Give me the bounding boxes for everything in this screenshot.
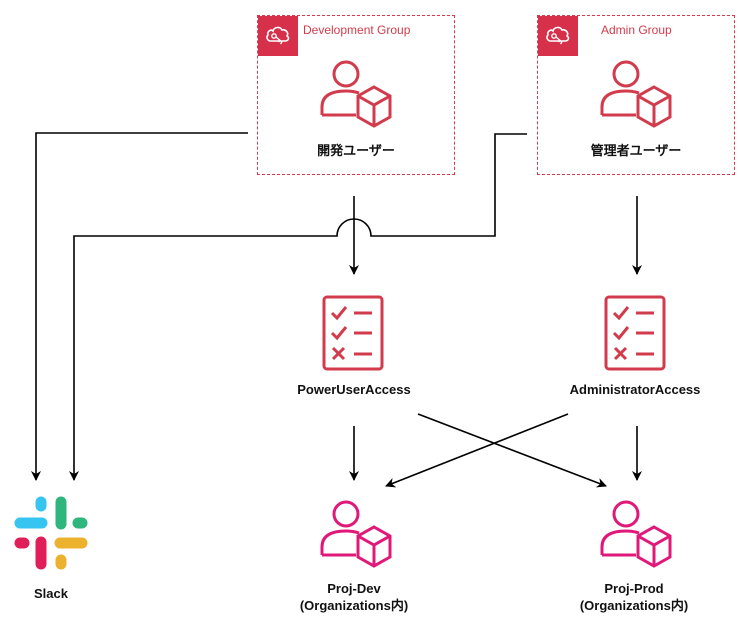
cloud-key-icon [258,16,298,56]
account-user-icon[interactable] [318,497,394,573]
power-user-access-label: PowerUserAccess [297,382,411,397]
slack-label: Slack [34,586,68,601]
proj-prod-label: Proj-Prod (Organizations内) [564,580,704,614]
proj-dev-label: Proj-Dev (Organizations内) [284,580,424,614]
edge-admin-to-proj-dev [385,413,569,488]
policy-checklist-icon[interactable] [604,295,668,371]
proj-prod-scope: (Organizations内) [579,598,689,613]
policy-checklist-icon[interactable] [322,295,386,371]
iam-user-icon[interactable] [318,57,394,133]
iam-user-icon[interactable] [598,57,674,133]
administrator-access-label: AdministratorAccess [569,382,701,397]
admin-user-label: 管理者ユーザー [590,143,682,158]
development-group-box[interactable]: Development Group [257,15,455,175]
admin-group-label: Admin Group [601,23,672,37]
slack-logo-icon[interactable] [14,496,88,570]
edge-admin-group-to-slack [69,133,527,481]
proj-prod-name: Proj-Prod [604,581,664,596]
dev-user-label: 開発ユーザー [317,143,395,158]
proj-dev-name: Proj-Dev [327,581,381,596]
edge-dev-group-to-slack [31,132,248,481]
admin-group-box[interactable]: Admin Group [537,15,735,175]
account-user-icon[interactable] [598,497,674,573]
cloud-key-icon [538,16,578,56]
proj-dev-scope: (Organizations内) [299,598,409,613]
development-group-label: Development Group [303,23,411,37]
edge-power-to-proj-prod [417,413,607,488]
